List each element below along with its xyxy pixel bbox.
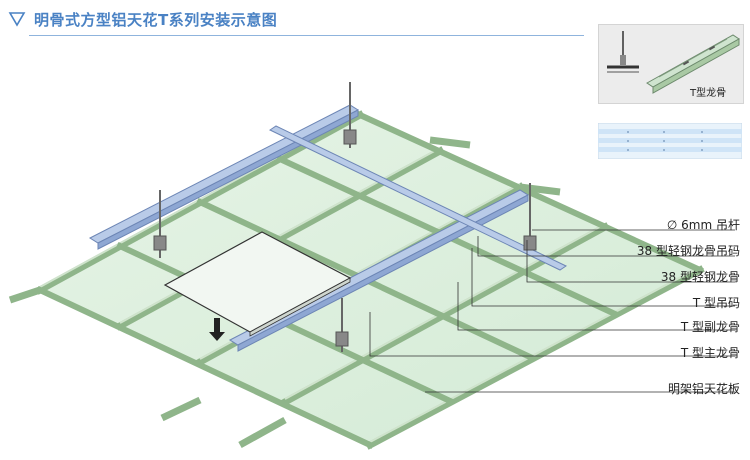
leader-lines	[369, 229, 735, 393]
triangle-down-icon	[8, 12, 26, 27]
label-38-keel: 38 型轻钢龙骨	[660, 270, 740, 284]
label-t-clip: T 型吊码	[692, 296, 740, 310]
38-channel	[88, 104, 568, 352]
label-38-hanger: 38 型轻钢龙骨吊码	[636, 244, 740, 258]
down-arrow-icon	[209, 318, 225, 341]
page-title: 明骨式方型铝天花T系列安装示意图	[34, 11, 278, 29]
lifted-panel	[163, 231, 352, 337]
title-underline	[29, 35, 584, 36]
label-rod: ∅ 6mm 吊杆	[666, 218, 740, 232]
t-profile-icon	[607, 31, 740, 94]
t-profile-inset	[598, 24, 744, 104]
label-panel: 明架铝天花板	[667, 382, 740, 396]
title-bar: 明骨式方型铝天花T系列安装示意图	[4, 8, 584, 36]
panel-strip	[598, 123, 742, 159]
label-t-sub-keel: T 型副龙骨	[680, 320, 740, 334]
t-profile-label: T型龙骨	[690, 88, 727, 99]
label-t-main-keel: T 型主龙骨	[680, 346, 740, 360]
